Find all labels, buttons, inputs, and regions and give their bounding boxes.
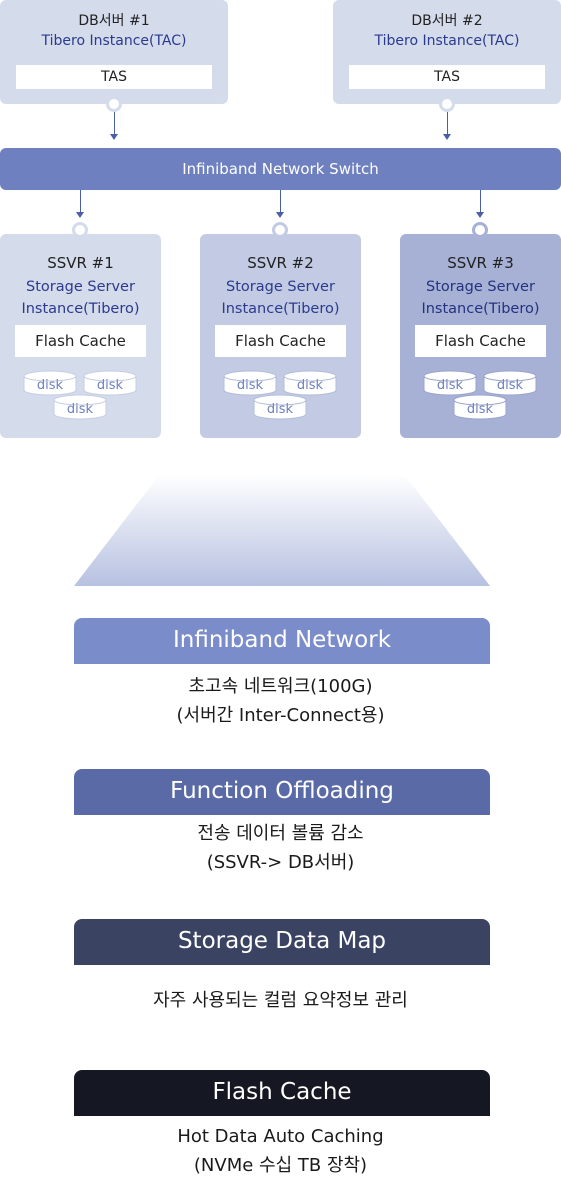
feature-desc-line2: (SSVR-> DB서버) bbox=[206, 852, 355, 873]
feature-desc: Hot Data Auto Caching (NVMe 수십 TB 장착) bbox=[0, 1122, 561, 1180]
ssvr-instance: Storage Server Instance(Tibero) bbox=[0, 276, 161, 320]
disk-label: disk bbox=[66, 402, 94, 417]
tas-label: TAS bbox=[16, 65, 212, 89]
disk-label: disk bbox=[296, 378, 324, 393]
connector-line bbox=[280, 190, 281, 213]
disk-icon: disk bbox=[53, 394, 107, 420]
disk-icon: disk bbox=[453, 394, 507, 420]
flash-cache-box: Flash Cache bbox=[415, 325, 546, 357]
disk-label: disk bbox=[466, 402, 494, 417]
disk-icon: disk bbox=[23, 370, 77, 396]
storage-server-1: SSVR #1 Storage Server Instance(Tibero) … bbox=[0, 234, 161, 438]
db-server-1: DB서버 #1 Tibero Instance(TAC) TAS bbox=[0, 0, 228, 104]
feature-flash-cache: Flash Cache bbox=[74, 1070, 490, 1116]
db-server-title: DB서버 #2 bbox=[411, 13, 483, 29]
arrow-down-icon bbox=[110, 134, 118, 140]
db-port-1 bbox=[106, 96, 122, 112]
infiniband-switch: Infiniband Network Switch bbox=[0, 148, 561, 190]
disk-label: disk bbox=[266, 402, 294, 417]
feature-desc-line2: (NVMe 수십 TB 장착) bbox=[193, 1155, 368, 1176]
ssvr-port-2 bbox=[272, 222, 288, 238]
ssvr-instance-line1: Storage Server bbox=[426, 279, 535, 295]
storage-server-2: SSVR #2 Storage Server Instance(Tibero) … bbox=[200, 234, 361, 438]
feature-storage-data-map: Storage Data Map bbox=[74, 919, 490, 965]
feature-desc: 초고속 네트워크(100G) (서버간 Inter-Connect용) bbox=[0, 672, 561, 730]
disk-icon: disk bbox=[283, 370, 337, 396]
arrow-down-icon bbox=[443, 134, 451, 140]
ssvr-instance: Storage Server Instance(Tibero) bbox=[400, 276, 561, 320]
tas-label: TAS bbox=[349, 65, 545, 89]
connector-line bbox=[480, 190, 481, 213]
disk-icon: disk bbox=[253, 394, 307, 420]
db-server-2: DB서버 #2 Tibero Instance(TAC) TAS bbox=[333, 0, 561, 104]
flash-cache-box: Flash Cache bbox=[215, 325, 346, 357]
db-server-instance: Tibero Instance(TAC) bbox=[41, 33, 187, 49]
disk-icon: disk bbox=[423, 370, 477, 396]
disk-label: disk bbox=[436, 378, 464, 393]
ssvr-instance-line2: Instance(Tibero) bbox=[21, 301, 140, 317]
disk-label: disk bbox=[96, 378, 124, 393]
feature-desc-line1: 자주 사용되는 컬럼 요약정보 관리 bbox=[153, 990, 408, 1011]
feature-desc: 자주 사용되는 컬럼 요약정보 관리 bbox=[0, 986, 561, 1015]
db-server-title: DB서버 #1 bbox=[78, 13, 150, 29]
ssvr-port-1 bbox=[72, 222, 88, 238]
disk-label: disk bbox=[236, 378, 264, 393]
funnel-shape bbox=[74, 474, 490, 586]
arrow-down-icon bbox=[276, 212, 284, 218]
ssvr-title: SSVR #2 bbox=[247, 254, 314, 272]
disk-icon: disk bbox=[223, 370, 277, 396]
disk-icon: disk bbox=[483, 370, 537, 396]
connector-line bbox=[114, 112, 115, 135]
feature-desc-line2: (서버간 Inter-Connect용) bbox=[176, 705, 385, 726]
disk-label: disk bbox=[36, 378, 64, 393]
ssvr-instance-line1: Storage Server bbox=[26, 279, 135, 295]
arrow-down-icon bbox=[76, 212, 84, 218]
feature-desc-line1: 전송 데이터 볼륨 감소 bbox=[197, 823, 364, 844]
connector-line bbox=[80, 190, 81, 213]
ssvr-instance-line2: Instance(Tibero) bbox=[221, 301, 340, 317]
ssvr-port-3 bbox=[472, 222, 488, 238]
db-port-2 bbox=[439, 96, 455, 112]
db-server-instance: Tibero Instance(TAC) bbox=[374, 33, 520, 49]
ssvr-title: SSVR #1 bbox=[47, 254, 114, 272]
disk-label: disk bbox=[496, 378, 524, 393]
feature-desc-line1: Hot Data Auto Caching bbox=[177, 1126, 384, 1147]
feature-function-offloading: Function Offloading bbox=[74, 769, 490, 815]
ssvr-instance-line1: Storage Server bbox=[226, 279, 335, 295]
connector-line bbox=[447, 112, 448, 135]
ssvr-instance-line2: Instance(Tibero) bbox=[421, 301, 540, 317]
ssvr-title: SSVR #3 bbox=[447, 254, 514, 272]
arrow-down-icon bbox=[476, 212, 484, 218]
feature-desc: 전송 데이터 볼륨 감소 (SSVR-> DB서버) bbox=[0, 819, 561, 877]
feature-infiniband-network: Infiniband Network bbox=[74, 618, 490, 664]
ssvr-instance: Storage Server Instance(Tibero) bbox=[200, 276, 361, 320]
disk-icon: disk bbox=[83, 370, 137, 396]
storage-server-3: SSVR #3 Storage Server Instance(Tibero) … bbox=[400, 234, 561, 438]
feature-desc-line1: 초고속 네트워크(100G) bbox=[188, 676, 373, 697]
flash-cache-box: Flash Cache bbox=[15, 325, 146, 357]
